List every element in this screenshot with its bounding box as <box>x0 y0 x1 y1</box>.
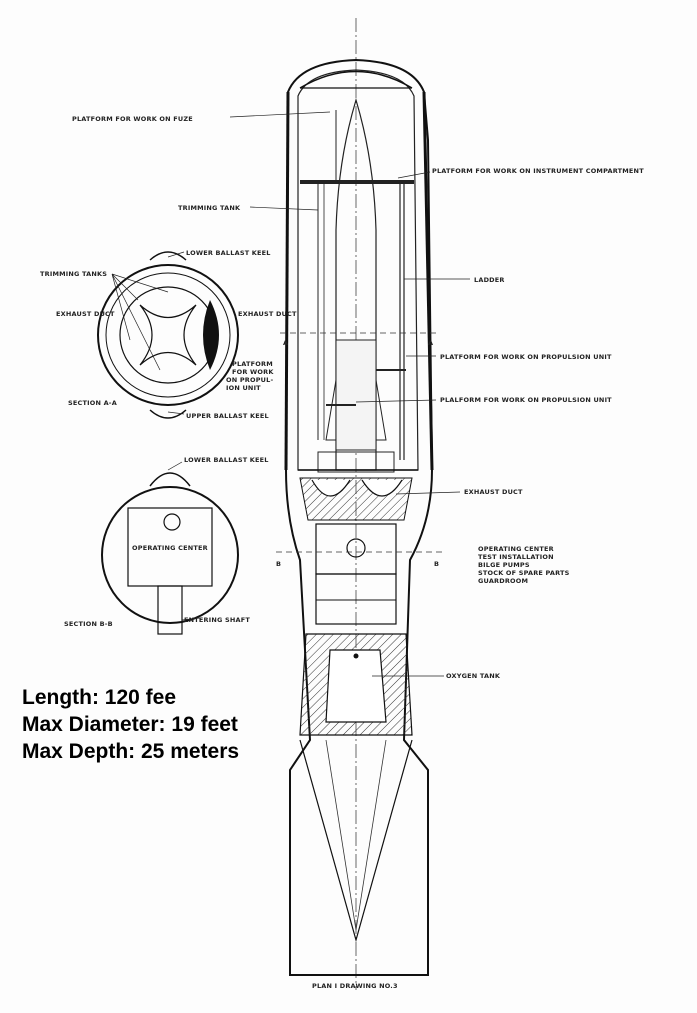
section-a-inner <box>105 272 231 398</box>
leader-lower-keel-b <box>167 461 183 471</box>
rocket-midbody <box>335 339 377 451</box>
leader-exhaust-duct <box>395 491 461 495</box>
operating-hatch <box>346 538 366 558</box>
label-lower-keel-a: LOWER BALLAST KEEL <box>186 249 271 257</box>
section-b-outer <box>101 486 239 624</box>
spec-depth: Max Depth: 25 meters <box>22 740 240 763</box>
label-platform-propulsion-section: PLATFORM FOR WORK ON PROPUL- ION UNIT <box>226 360 276 392</box>
section-b-shaft <box>157 585 183 635</box>
marker-a-right: A <box>428 339 433 347</box>
label-upper-keel: UPPER BALLAST KEEL <box>186 412 269 420</box>
label-section-a: SECTION A-A <box>68 399 117 407</box>
exhaust-arc-left <box>311 479 351 497</box>
section-a-keel-top <box>149 251 187 261</box>
rocket-base <box>317 451 395 473</box>
tail-fin-left <box>289 739 311 771</box>
label-ladder: LADDER <box>474 276 505 284</box>
leader-fuze <box>229 111 331 118</box>
section-a-exhaust-fill <box>203 300 219 370</box>
label-trimming-tanks: TRIMMING TANKS <box>40 270 107 278</box>
label-lower-keel-b: LOWER BALLAST KEEL <box>184 456 269 464</box>
label-operating-center-section: OPERATING CENTER <box>132 544 208 552</box>
leader-instrument <box>397 171 431 179</box>
label-propulsion-platform-1: PLATFORM FOR WORK ON PROPULSION UNIT <box>440 353 612 361</box>
operating-center-list: OPERATING CENTER TEST INSTALLATION BILGE… <box>478 545 572 585</box>
section-b-keel-top <box>149 472 191 487</box>
top-cap <box>299 70 413 89</box>
section-a-core <box>119 286 217 384</box>
leader-trimming-tanks <box>111 273 169 371</box>
footer-drawing-number: PLAN I DRAWING NO.3 <box>312 982 398 990</box>
specs-overlay: Length: 120 fee Max Diameter: 19 feet Ma… <box>22 684 239 765</box>
label-oxygen-tank: OXYGEN TANK <box>446 672 501 680</box>
tail-cone-inner <box>325 739 387 931</box>
marker-a-left: A <box>283 339 288 347</box>
label-exhaust-duct-right: EXHAUST DUCT <box>238 310 297 318</box>
rocket-fin-left <box>325 379 337 441</box>
leader-upper-keel <box>167 411 185 415</box>
section-a-outer <box>97 264 239 406</box>
label-fuze-platform: PLATFORM FOR WORK ON FUZE <box>72 115 193 123</box>
label-propulsion-platform-2: PLALFORM FOR WORK ON PROPULSION UNIT <box>440 396 612 404</box>
hull-outline <box>284 58 434 976</box>
tail-fin-right <box>403 739 429 771</box>
leader-trimming-tank <box>249 206 319 211</box>
rocket-fin-right <box>375 379 387 441</box>
tail-cone <box>299 739 413 943</box>
label-exhaust-duct-left: EXHAUST DUCT <box>56 310 115 318</box>
operating-lower-box <box>315 573 397 625</box>
hull-wall-right <box>422 91 434 471</box>
leader-propulsion-2 <box>355 399 437 403</box>
marker-b-right: B <box>434 560 439 568</box>
oxygen-center <box>353 653 359 659</box>
leader-entering-shaft <box>181 617 201 621</box>
section-a-keel-bottom <box>149 409 187 419</box>
inner-hull <box>297 69 419 471</box>
section-a-cross <box>139 304 197 366</box>
label-instrument-platform: PLATFORM FOR WORK ON INSTRUMENT COMPARTM… <box>432 167 644 175</box>
spec-length: Length: 120 fee <box>22 686 177 709</box>
label-exhaust-duct-main: EXHAUST DUCT <box>464 488 523 496</box>
leader-lower-keel-a <box>167 251 185 258</box>
exhaust-arc-right <box>361 479 403 497</box>
marker-b-left: B <box>276 560 281 568</box>
label-section-b: SECTION B-B <box>64 620 113 628</box>
instrument-deck <box>300 180 414 184</box>
label-entering-shaft: ENTERING SHAFT <box>184 616 250 624</box>
section-b-hatch <box>163 513 181 531</box>
oxygen-tank-core <box>325 649 387 723</box>
hull-wall-left <box>284 91 290 471</box>
label-trimming-tank: TRIMMING TANK <box>178 204 241 212</box>
spec-diameter: Max Diameter: 19 feet <box>22 713 238 736</box>
